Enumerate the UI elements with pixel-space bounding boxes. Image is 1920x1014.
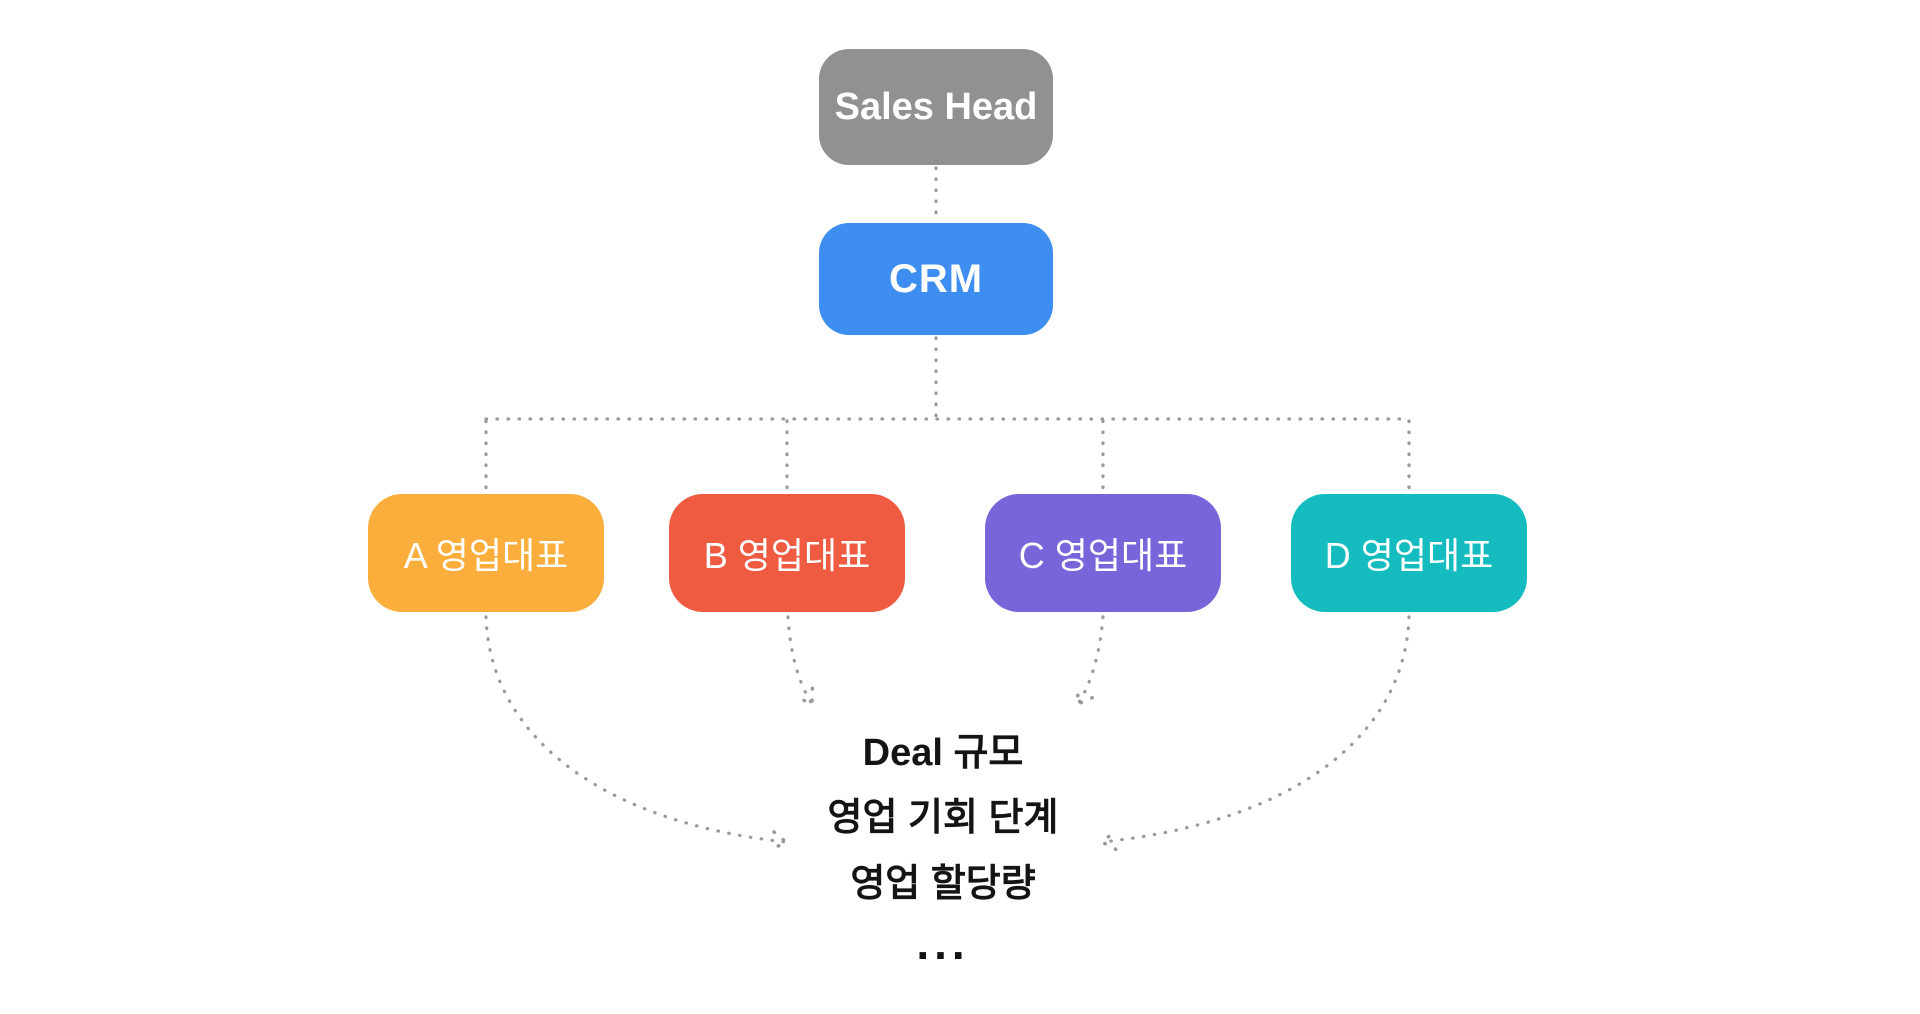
shared-field-sales-quota: 영업 할당량: [850, 863, 1036, 905]
node-rep-c: C 영업대표: [985, 494, 1221, 612]
shared-fields-block: Deal 규모 영업 기회 단계 영업 할당량 ...: [643, 0, 1243, 1014]
node-rep-a: A 영업대표: [368, 494, 604, 612]
node-crm: CRM: [819, 223, 1053, 335]
shared-field-ellipsis: ...: [916, 917, 970, 969]
shared-field-opportunity-stage: 영업 기회 단계: [827, 797, 1059, 839]
node-rep-d: D 영업대표: [1291, 494, 1527, 612]
node-rep-b: B 영업대표: [669, 494, 905, 612]
shared-field-deal-size: Deal 규모: [862, 732, 1024, 774]
node-sales-head: Sales Head: [819, 49, 1053, 165]
